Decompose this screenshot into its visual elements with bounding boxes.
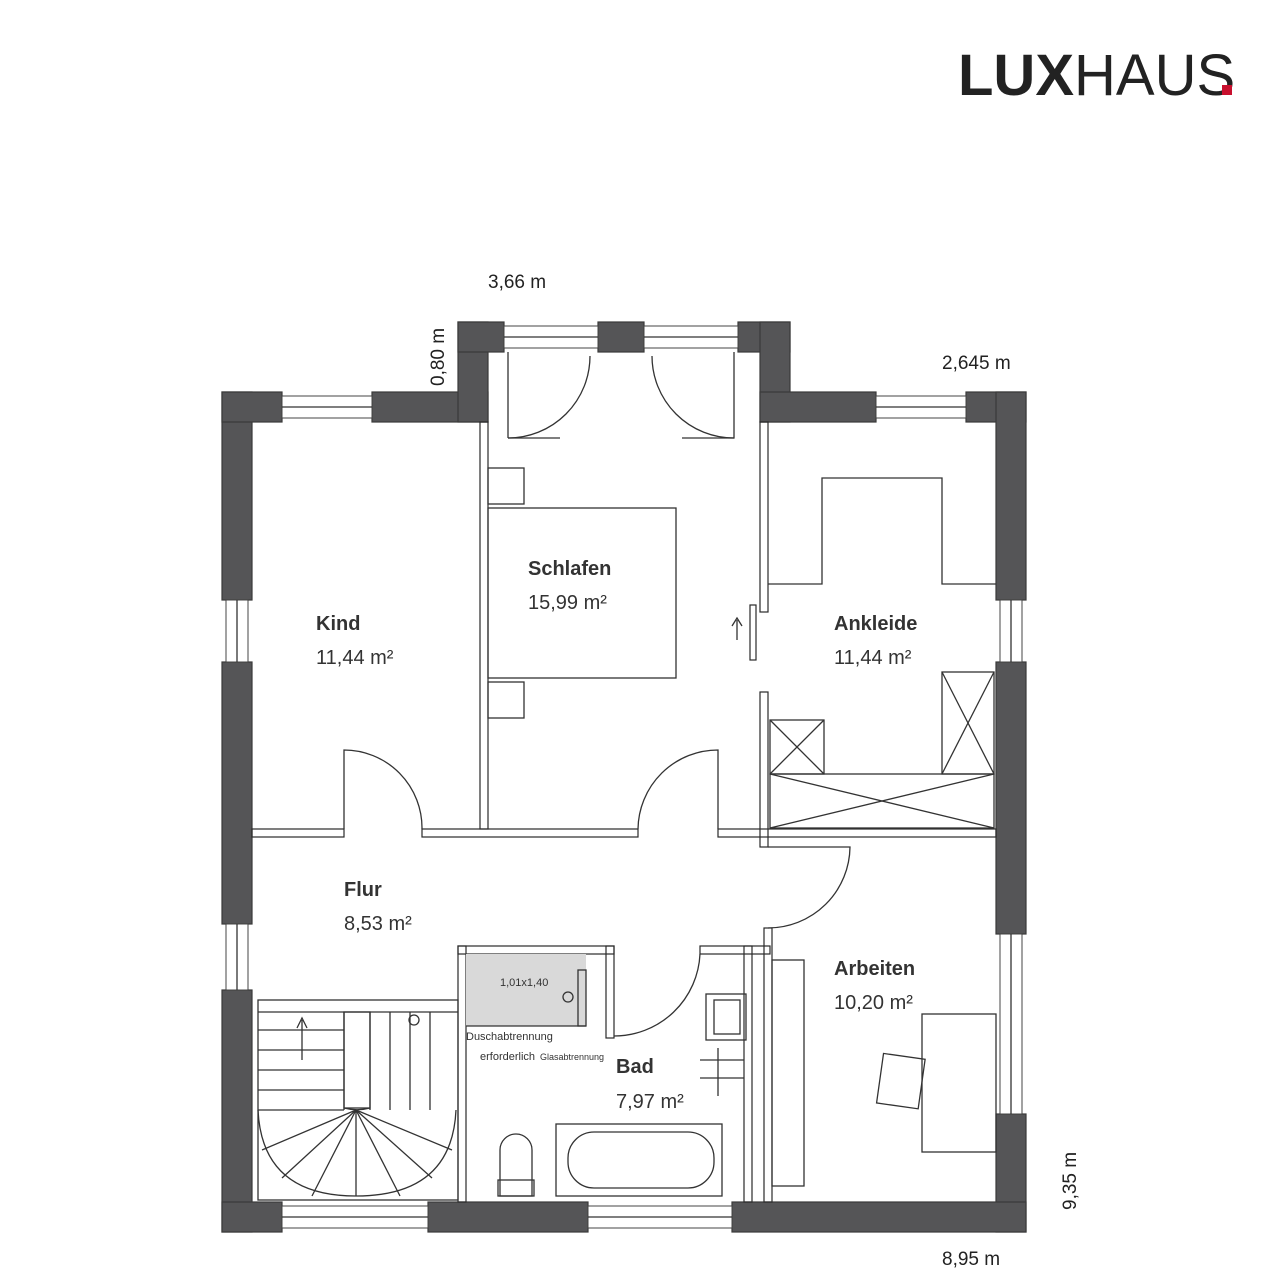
room-name-arbeiten: Arbeiten xyxy=(834,958,915,980)
windows xyxy=(225,325,1023,1229)
logo-lux: LUX xyxy=(958,43,1074,108)
dimension-labels: 3,66 m 0,80 m 2,645 m 9,35 m 8,95 m xyxy=(428,272,1081,1270)
dim-top-center: 3,66 m xyxy=(488,272,546,293)
dim-bottom: 8,95 m xyxy=(942,1249,1000,1270)
logo-haus: HAUS xyxy=(1074,43,1235,108)
room-area-bad: 7,97 m² xyxy=(616,1091,684,1113)
dim-top-left-vertical: 0,80 m xyxy=(428,328,449,386)
room-labels: Kind 11,44 m² Schlafen 15,99 m² Ankleide… xyxy=(316,558,917,1113)
room-name-ankleide: Ankleide xyxy=(834,613,917,635)
doors xyxy=(343,352,851,1037)
bathroom-notes: 1,01x1,40 Duschabtrennung erforderlich G… xyxy=(466,977,604,1063)
shower-area xyxy=(466,954,586,1026)
shower-separation-label-1: Duschabtrennung xyxy=(466,1031,553,1043)
room-name-schlafen: Schlafen xyxy=(528,558,611,580)
logo-dot xyxy=(1222,85,1232,95)
room-name-kind: Kind xyxy=(316,613,360,635)
room-area-arbeiten: 10,20 m² xyxy=(834,992,913,1014)
room-name-bad: Bad xyxy=(616,1056,654,1078)
shower-separation-label-2: erforderlich xyxy=(480,1051,535,1063)
luxhaus-logo: LUXHAUS xyxy=(958,43,1235,108)
svg-text:LUXHAUS: LUXHAUS xyxy=(958,43,1235,108)
room-area-ankleide: 11,44 m² xyxy=(834,647,912,669)
furniture xyxy=(257,467,997,1201)
shower-size-label: 1,01x1,40 xyxy=(500,977,548,989)
dim-top-right: 2,645 m xyxy=(942,353,1011,374)
room-area-flur: 8,53 m² xyxy=(344,913,412,935)
dim-right-vertical: 9,35 m xyxy=(1060,1152,1081,1210)
room-area-kind: 11,44 m² xyxy=(316,647,394,669)
room-area-schlafen: 15,99 m² xyxy=(528,592,607,614)
room-name-flur: Flur xyxy=(344,879,382,901)
glass-separation-label: Glasabtrennung xyxy=(540,1052,604,1062)
